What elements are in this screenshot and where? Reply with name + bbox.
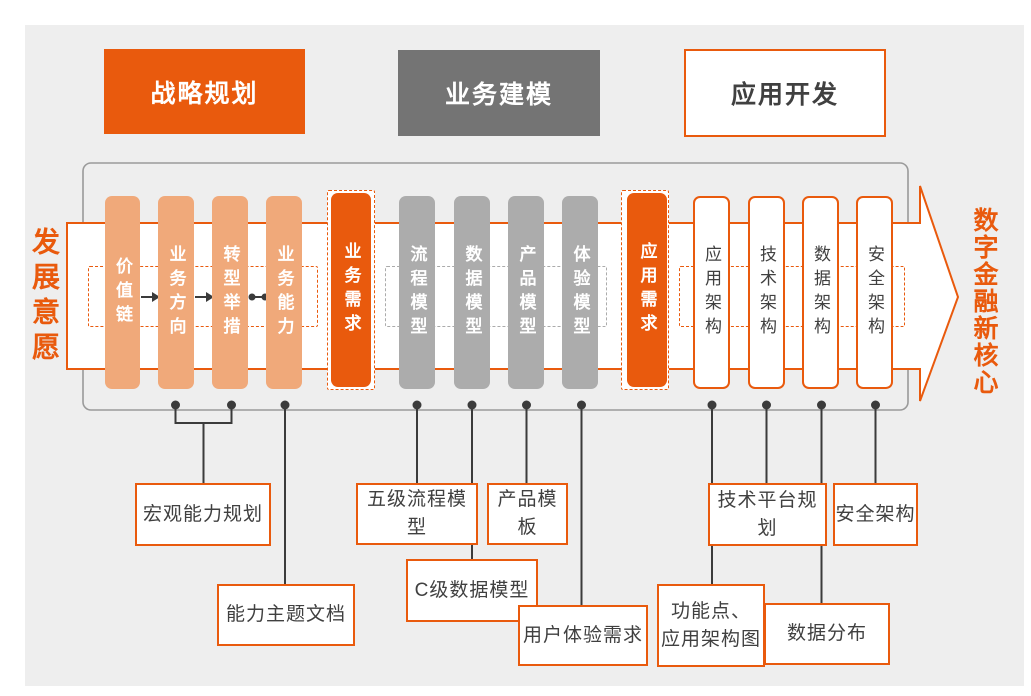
output-user-experience-requirements: 用户体验需求 <box>518 605 648 666</box>
bar-label: 流程模型 <box>407 244 427 341</box>
bar-label: 业务需求 <box>341 242 361 338</box>
bar-label: 应用架构 <box>702 244 721 341</box>
arrow-head-icon <box>152 292 160 302</box>
output-c-level-data-model: C级数据模型 <box>406 559 538 622</box>
stage-label: 战略规划 <box>150 79 259 108</box>
bar-business-direction: 业务方向 <box>158 196 194 389</box>
output-label: 产品模板 <box>497 489 558 538</box>
bar-business-requirements: 业务需求 <box>331 193 371 387</box>
output-macro-capability-planning: 宏观能力规划 <box>135 483 271 546</box>
output-security-architecture: 安全架构 <box>833 483 918 546</box>
bar-label: 业务方向 <box>166 244 186 341</box>
stage-label: 应用开发 <box>730 81 839 109</box>
bar-application-requirements: 应用需求 <box>627 193 667 387</box>
bar-label: 业务能力 <box>274 244 294 341</box>
bar-label: 价值链 <box>113 256 132 329</box>
stage-strategic-planning: 战略规划 <box>104 49 305 134</box>
bar-label: 产品模型 <box>516 244 536 341</box>
output-label: 能力主题文档 <box>225 604 346 626</box>
output-label: 安全架构 <box>835 503 916 525</box>
bracket-connector <box>174 405 233 424</box>
bar-transformation-initiatives: 转型举措 <box>212 196 248 389</box>
bar-experience-model: 体验模型 <box>562 196 598 389</box>
architecture-group-frame <box>679 266 905 327</box>
left-banner: 发展意愿 <box>29 227 60 367</box>
output-label: 宏观能力规划 <box>142 503 263 525</box>
output-tech-platform-planning: 技术平台规划 <box>708 483 827 546</box>
bar-label: 体验模型 <box>570 244 590 341</box>
bar-data-model: 数据模型 <box>454 196 490 389</box>
output-label: C级数据模型 <box>414 579 530 601</box>
bar-process-model: 流程模型 <box>399 196 435 389</box>
output-level5-process-model: 五级流程模型 <box>356 483 478 545</box>
modeling-group-frame <box>385 266 607 327</box>
bar-business-capability: 业务能力 <box>266 196 302 389</box>
dumbbell-dot-icon <box>248 293 256 301</box>
bar-label: 数据模型 <box>462 244 482 341</box>
output-label: 技术平台规划 <box>717 489 818 539</box>
bar-label: 安全架构 <box>865 244 884 341</box>
bar-label: 技术架构 <box>757 244 776 341</box>
bar-label: 数据架构 <box>811 244 830 341</box>
output-capability-topic-document: 能力主题文档 <box>217 584 355 646</box>
stage-application-development: 应用开发 <box>684 49 886 137</box>
strategy-group-frame <box>88 266 318 327</box>
bar-value-chain: 价值链 <box>105 196 140 389</box>
output-label-line2: 应用架构图 <box>660 628 761 650</box>
bar-data-architecture: 数据架构 <box>802 196 839 389</box>
output-label: 数据分布 <box>786 623 867 645</box>
strategy-step-connectors <box>141 292 269 302</box>
output-label: 五级流程模型 <box>366 489 467 538</box>
output-data-distribution: 数据分布 <box>764 603 890 665</box>
arrow-head-icon <box>206 292 214 302</box>
bar-label: 应用需求 <box>637 242 657 338</box>
bar-label: 转型举措 <box>220 244 240 341</box>
output-function-points-app-architecture-diagram: 功能点、 应用架构图 <box>657 584 765 667</box>
bar-application-architecture: 应用架构 <box>693 196 730 389</box>
right-banner: 数字金融新核心 <box>970 206 998 396</box>
connector-dots <box>171 400 880 410</box>
output-label-line1: 功能点、 <box>670 600 751 622</box>
stage-label: 业务建模 <box>444 81 553 109</box>
output-product-template: 产品模板 <box>487 483 568 545</box>
bar-technology-architecture: 技术架构 <box>748 196 785 389</box>
bar-product-model: 产品模型 <box>508 196 544 389</box>
output-label: 用户体验需求 <box>522 624 643 646</box>
bar-security-architecture: 安全架构 <box>856 196 893 389</box>
stage-business-modeling: 业务建模 <box>398 50 600 136</box>
